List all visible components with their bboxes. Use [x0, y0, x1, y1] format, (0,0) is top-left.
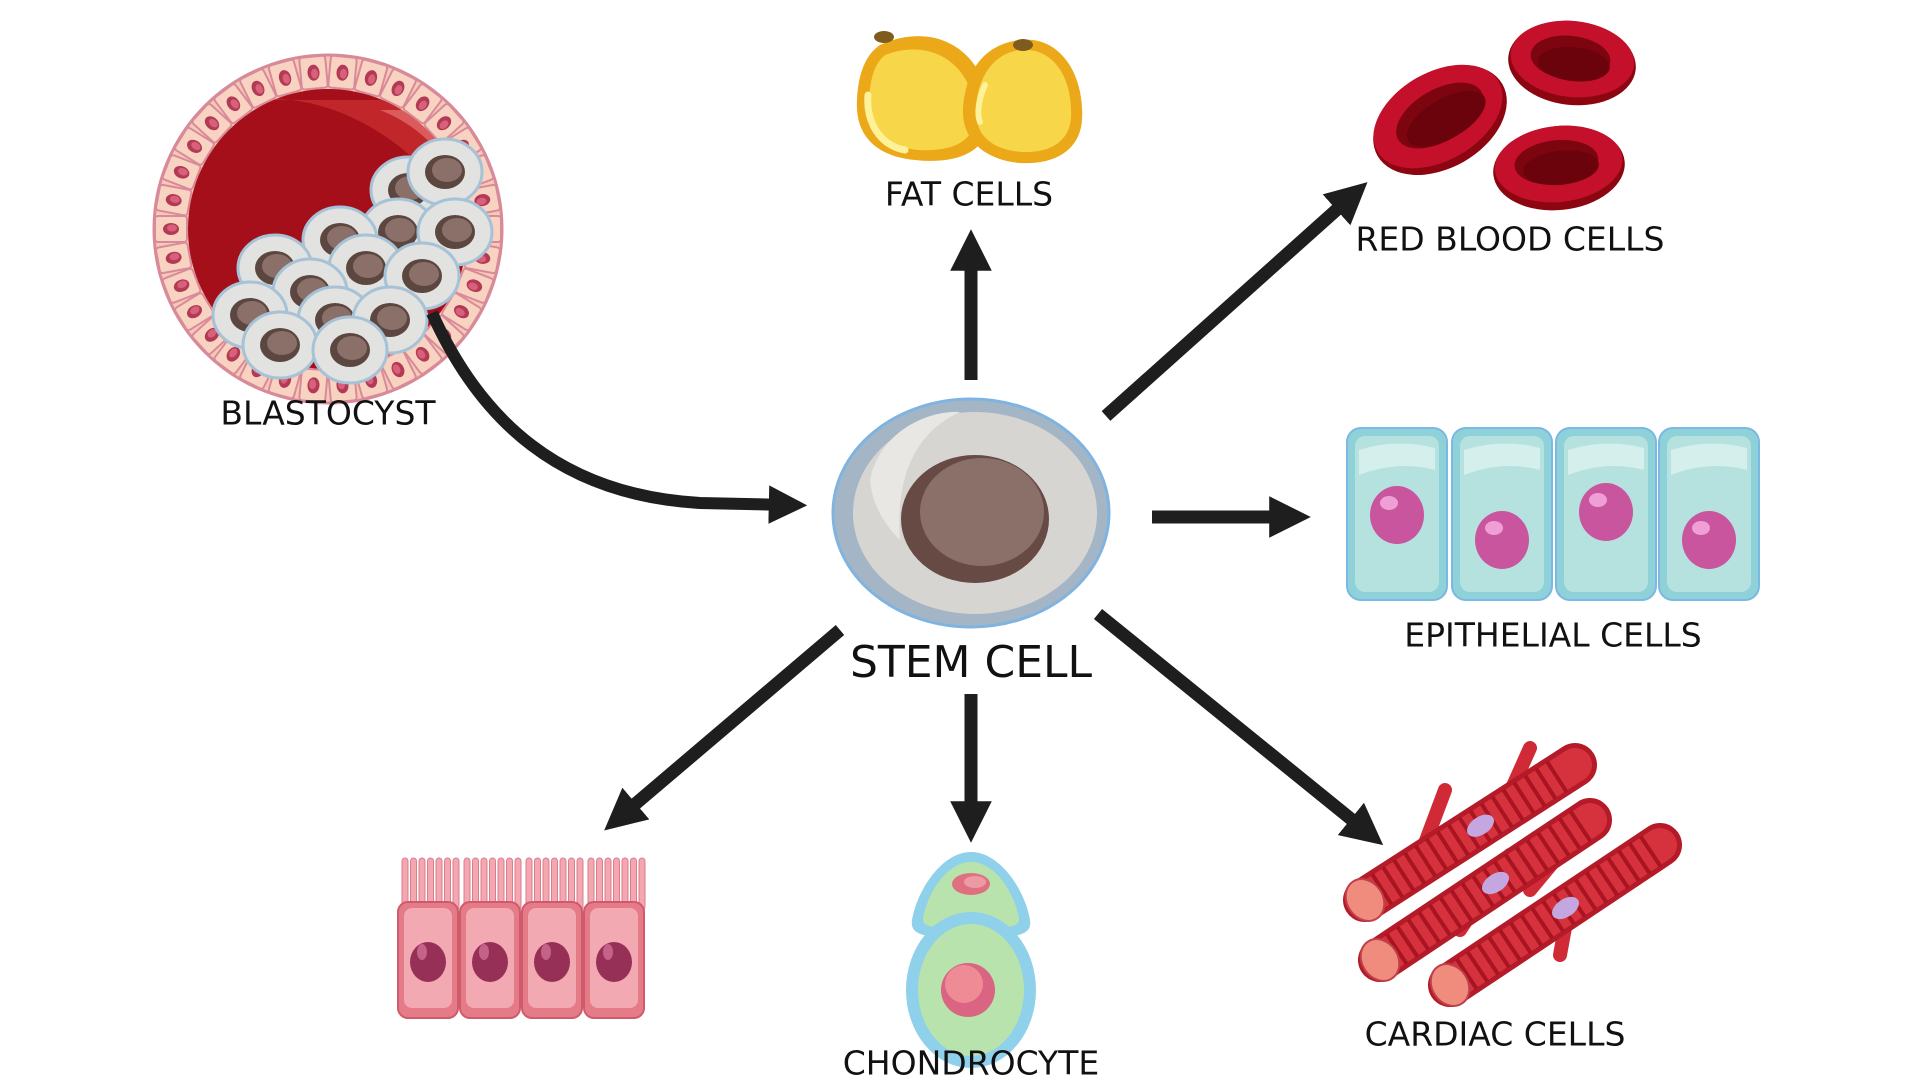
- chondrocyte-label: CHONDROCYTE: [843, 1044, 1099, 1080]
- trophoblast-cell: [161, 154, 202, 191]
- red-blood-cell: [1508, 20, 1636, 106]
- trophoblast-cell: [402, 83, 443, 125]
- ciliated-columnar-cells-illustration: [397, 857, 646, 1019]
- epithelial-cells-label: EPITHELIAL CELLS: [1404, 616, 1701, 655]
- trophoblast-cell: [239, 68, 277, 109]
- trophoblast-cell: [161, 267, 202, 304]
- epithelial-cell: [1658, 427, 1760, 601]
- trophoblast-cell: [454, 267, 495, 304]
- trophoblast-cell: [441, 292, 482, 331]
- trophoblast-cell: [353, 58, 389, 98]
- fat-cells-illustration: [856, 31, 1083, 164]
- blastocyst-label: BLASTOCYST: [220, 394, 436, 433]
- arrow-to-columnar-cells: [604, 625, 845, 831]
- cardiac-fiber: [1428, 823, 1682, 1007]
- red-blood-cells-label: RED BLOOD CELLS: [1356, 220, 1665, 259]
- trophoblast-ring: [154, 54, 502, 404]
- cardiac-cells-label: CARDIAC CELLS: [1365, 1015, 1626, 1054]
- trophoblast-cell: [155, 183, 193, 217]
- trophoblast-cell: [174, 127, 215, 166]
- inner-cell-mass: [211, 137, 494, 385]
- inner-cell: [311, 315, 389, 385]
- fat-cell: [962, 39, 1083, 164]
- trophoblast-cell: [423, 103, 465, 144]
- red-blood-cells-illustration: [1373, 20, 1636, 211]
- epithelial-cell: [1451, 427, 1553, 601]
- trophoblast-cell: [174, 292, 215, 331]
- columnar-cell: [459, 857, 522, 1019]
- cardiac-cells-illustration: [1343, 741, 1682, 1007]
- cardiac-fiber: [1343, 743, 1597, 922]
- epithelial-cell: [1555, 427, 1657, 601]
- chondrocyte-illustration: [906, 852, 1036, 1068]
- trophoblast-cell: [298, 367, 329, 404]
- inner-cell: [241, 310, 319, 380]
- trophoblast-cell: [267, 58, 303, 98]
- trophoblast-cell: [327, 54, 358, 91]
- columnar-cell: [583, 857, 646, 1019]
- blastocyst-illustration: [152, 53, 504, 405]
- arrow-to-cardiac-cells: [1093, 608, 1384, 846]
- epithelial-cells-illustration: [1346, 427, 1760, 601]
- trophoblast-cell: [191, 103, 233, 144]
- red-blood-cell: [1373, 64, 1507, 175]
- trophoblast-cell: [298, 54, 329, 91]
- fat-cell: [856, 31, 991, 161]
- stem-cell-label: STEM CELL: [850, 637, 1093, 688]
- arrow-to-red-blood-cells: [1101, 182, 1368, 421]
- trophoblast-cell: [379, 68, 417, 109]
- stem-cell-illustration: [831, 397, 1111, 629]
- trophoblast-cell: [155, 241, 193, 275]
- columnar-cell: [521, 857, 584, 1019]
- arrows: [426, 182, 1384, 846]
- columnar-cell: [397, 857, 460, 1019]
- arrow-blastocyst-to-stem-cell: [426, 310, 808, 524]
- trophoblast-cell: [154, 215, 188, 243]
- epithelial-cell: [1346, 427, 1448, 601]
- inner-cell: [406, 137, 484, 207]
- trophoblast-cell: [213, 83, 254, 125]
- red-blood-cell: [1493, 125, 1625, 211]
- cardiac-fiber: [1358, 798, 1612, 982]
- fat-cells-label: FAT CELLS: [885, 175, 1053, 214]
- trophoblast-cell: [379, 349, 417, 390]
